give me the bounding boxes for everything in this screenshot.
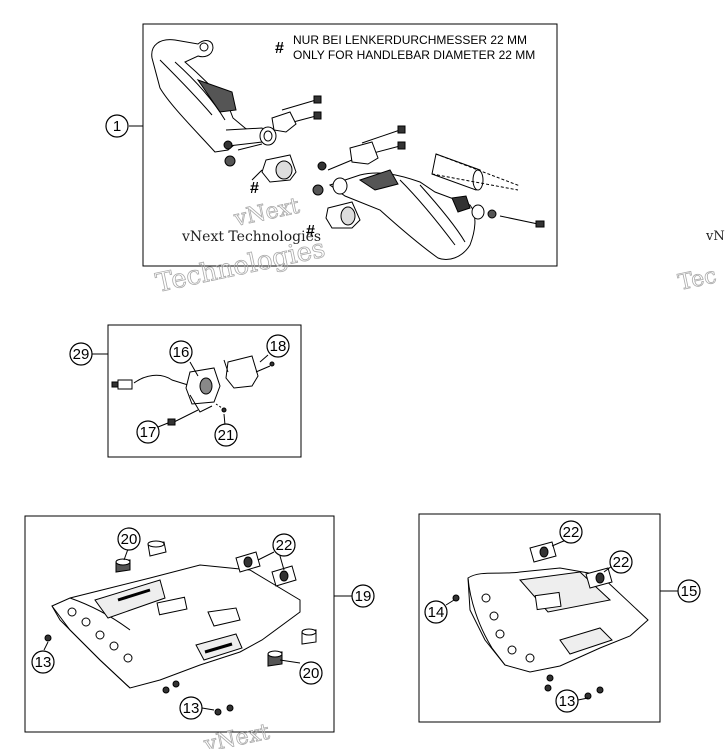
callout-1-circle [105,114,129,138]
callout-18-circle [266,334,290,358]
callout-13c-circle [555,689,579,713]
callout-14-circle [424,600,448,624]
skidplate-right-hardware [452,541,613,700]
callout-16-label: 16 [173,344,190,361]
note-line-german: NUR BEI LENKERDURCHMESSER 22 MM [293,33,527,47]
callout-13c-leader [577,697,589,701]
callout-22c-circle [609,550,633,574]
hash-mark-left: # [250,180,259,197]
callout-29-label: 29 [73,346,90,363]
callout-17-leader [157,422,169,428]
panel-switch-frame [107,324,302,458]
callout-16-circle [169,340,193,364]
callout-1-label: 1 [113,118,121,135]
skidplate-left-hardware [44,540,317,716]
callout-15-label: 15 [681,583,698,600]
handlebar-grip [431,153,521,191]
callout-14-leader [445,599,455,606]
callout-13c-label: 13 [559,693,576,710]
callout-17-circle [136,420,160,444]
callout-16-leader [189,361,199,377]
callout-22a-circle [272,533,296,557]
watermark-bottom-vnext: vNext [201,720,272,749]
watermark-edge-fragment-2: Tec [676,263,719,295]
right-adapter-clamp [325,201,361,229]
callout-22b-circle [559,520,583,544]
callout-22b-label: 22 [563,524,580,541]
callout-18-label: 18 [270,338,287,355]
left-handguard [151,39,277,153]
note-hash-symbol: # [275,40,284,57]
left-bolts [223,95,322,167]
panel-skidplate-right-frame [418,513,661,723]
right-handguard [328,169,545,260]
switch-assembly [111,355,275,426]
callout-19-circle [351,584,375,608]
callout-17-label: 17 [140,424,157,441]
right-bolts [312,125,406,196]
callout-22b-leader [551,539,567,547]
callout-15-circle [677,579,701,603]
callout-20b-label: 20 [303,665,320,682]
skidplate-right [467,567,649,673]
callout-20a-label: 20 [121,531,138,548]
callout-13b-leader [201,707,215,711]
callout-19-label: 19 [355,588,372,605]
callout-22a-leader-2 [279,555,285,571]
callout-29-circle [69,342,93,366]
callout-20a-leader [123,548,129,561]
panel-handguard-frame [142,23,558,267]
watermark-vnext: vNext [231,194,302,232]
skidplate-left [51,564,301,689]
callout-21-label: 21 [218,427,235,444]
callout-13a-label: 13 [35,654,52,671]
callout-20a-circle [117,527,141,551]
callout-22c-label: 22 [613,554,630,571]
callout-13a-leader [43,641,49,651]
watermark-caption: vNext Technologies [181,229,321,245]
callout-21-circle [214,423,238,447]
callout-22a-label: 22 [276,537,293,554]
callout-13b-label: 13 [183,700,200,717]
left-adapter-clamp [251,154,297,183]
callout-18-leader [259,354,269,363]
callout-22a-leader [257,551,275,561]
watermark-edge-fragment: vN [705,229,725,244]
callout-13a-circle [31,650,55,674]
panel-skidplate-left-frame [24,515,335,733]
hash-mark-right: # [306,223,315,240]
callout-21-leader [223,413,226,426]
callout-20b-circle [299,661,323,685]
callout-20b-leader [279,659,301,664]
note-line-english: ONLY FOR HANDLEBAR DIAMETER 22 MM [293,48,535,62]
callout-14-label: 14 [428,604,445,621]
